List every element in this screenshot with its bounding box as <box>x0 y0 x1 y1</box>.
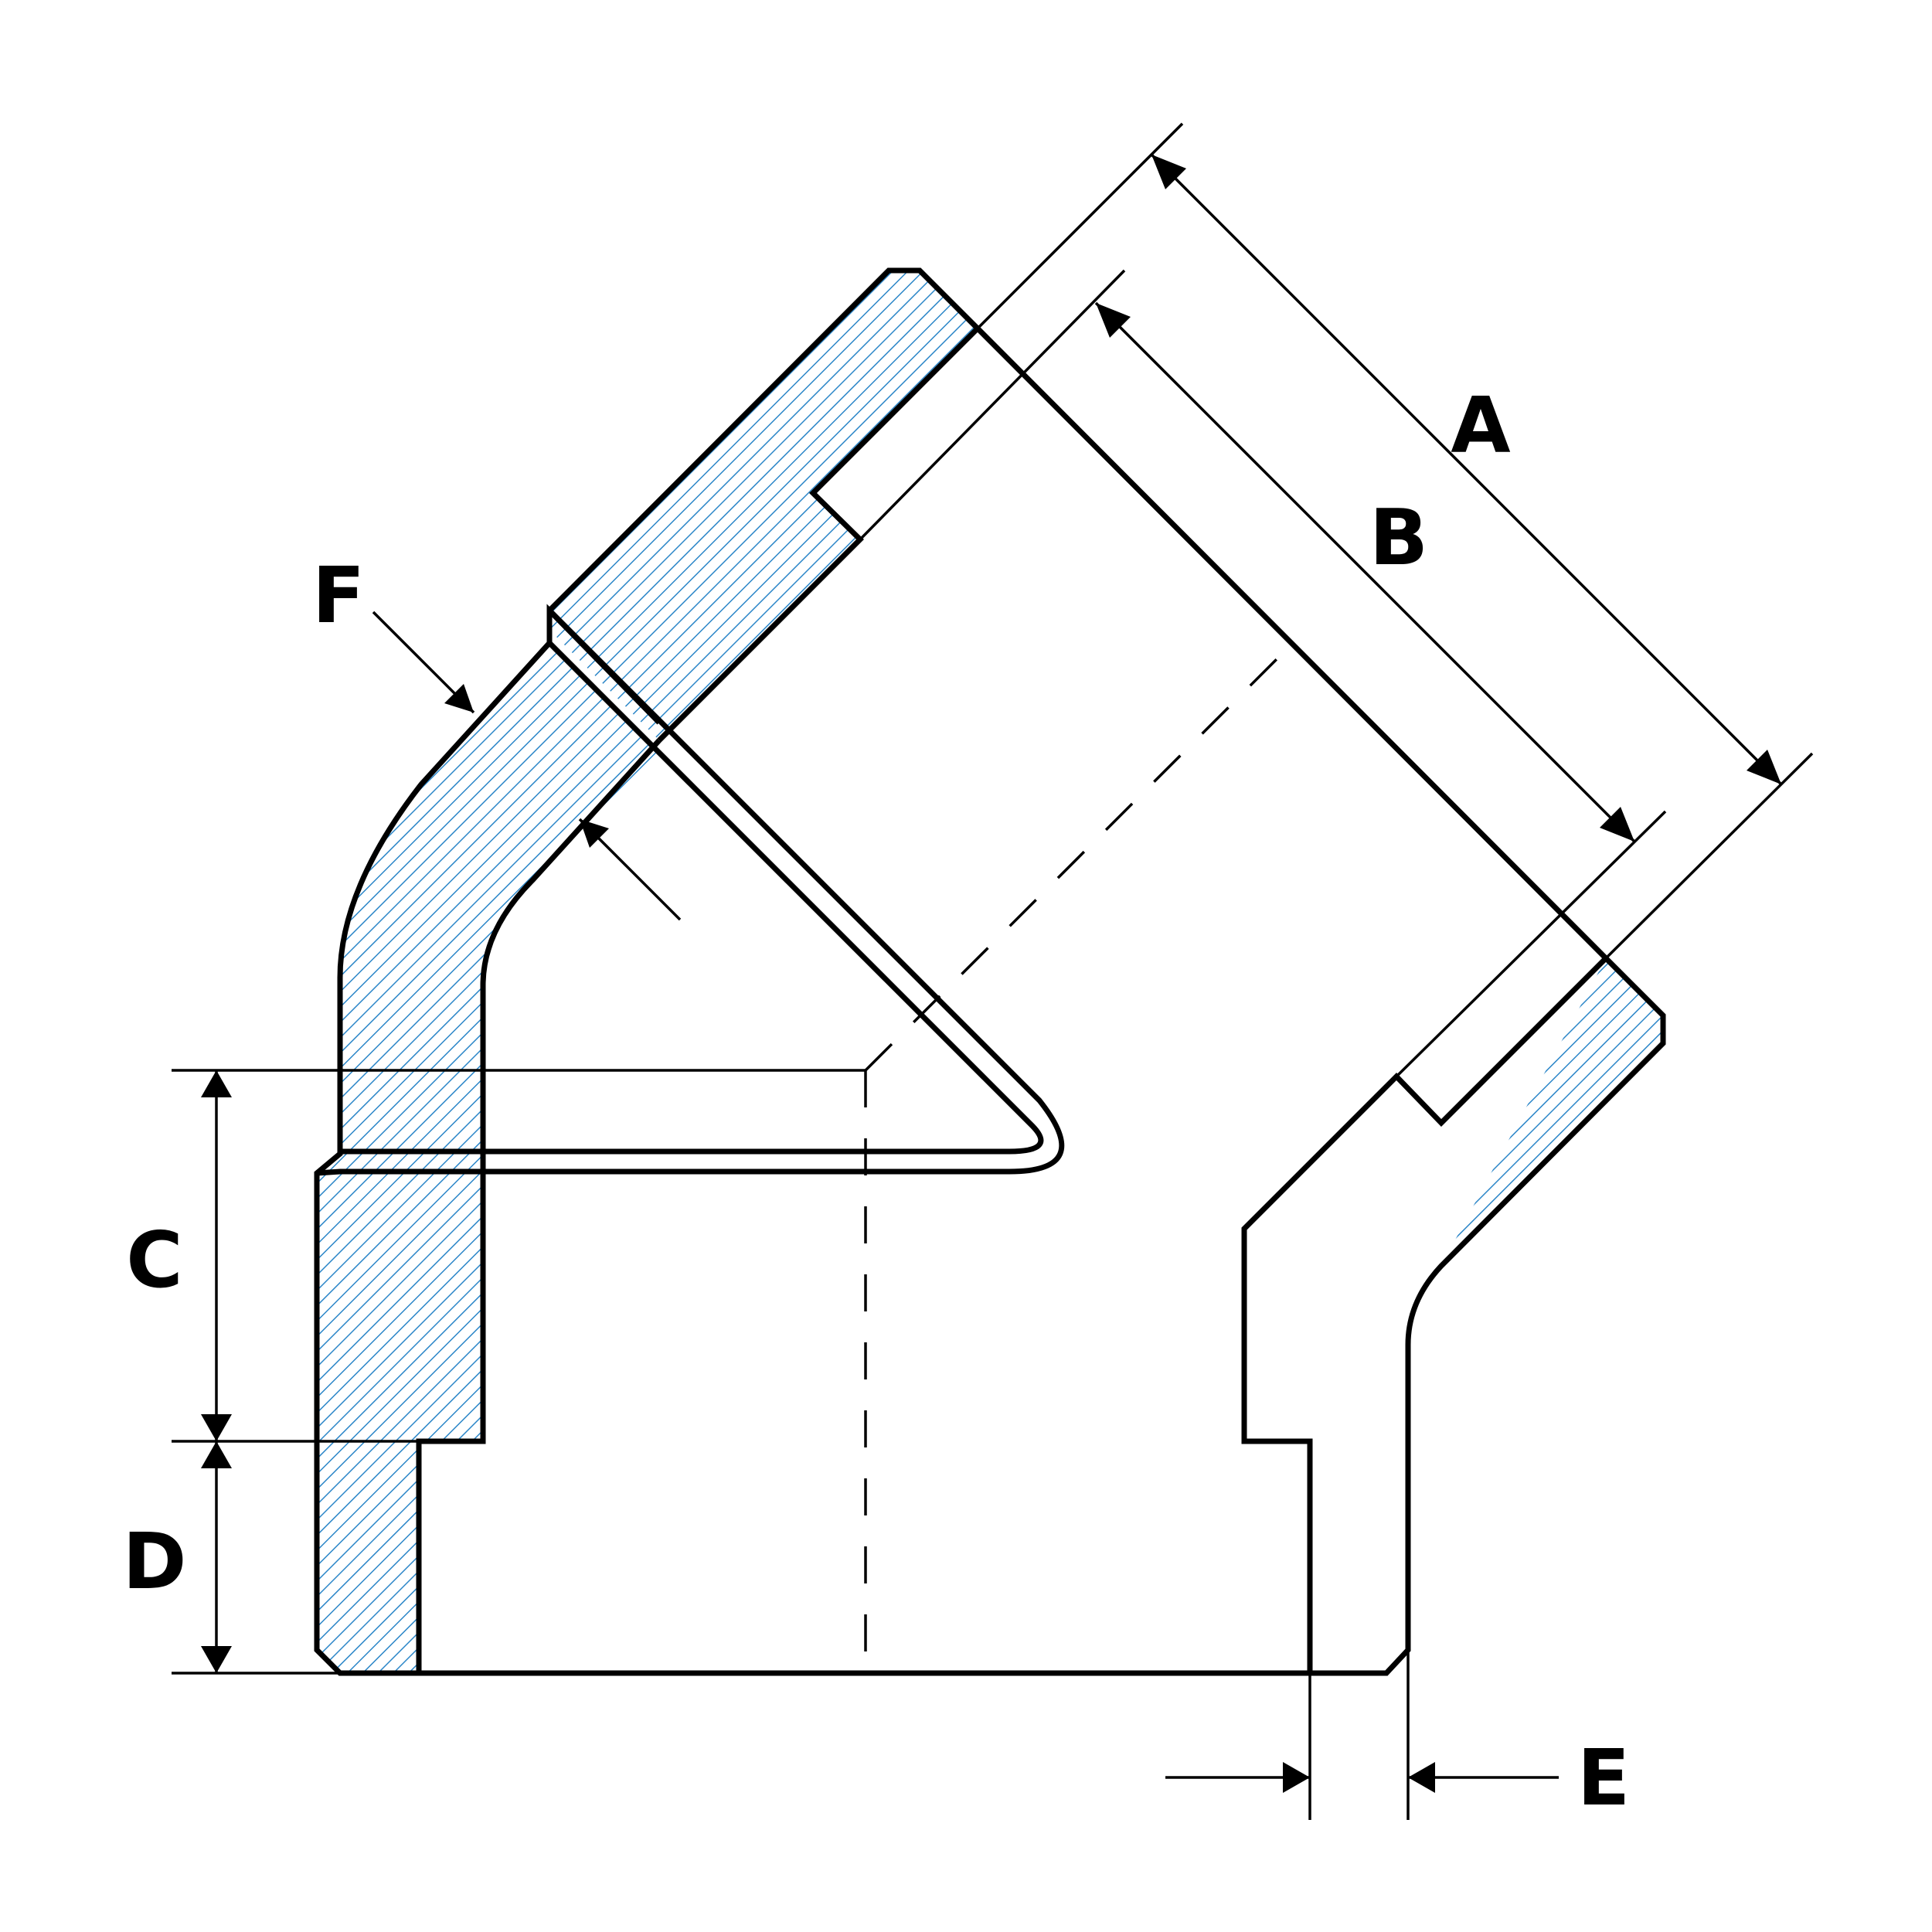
fitting-outline <box>314 267 1666 1676</box>
upper-socket-wall <box>549 270 978 740</box>
b-extension-lower <box>1395 810 1667 1078</box>
inner-throat-curve <box>416 738 662 1673</box>
b-extension-upper <box>859 269 1126 541</box>
label-d: D <box>122 1516 186 1607</box>
b-dimension-line <box>1094 301 1636 843</box>
a-arrow-lower <box>1747 750 1781 784</box>
diagonal-centerline <box>864 642 1294 1072</box>
f-arrow-outer <box>444 684 474 713</box>
a-extension-lower <box>1604 752 1814 960</box>
e-arrow-right <box>1408 1762 1435 1793</box>
upper-wall-joint <box>547 608 662 725</box>
d-arrow-top <box>201 1441 232 1468</box>
label-c: C <box>126 1215 182 1305</box>
label-a: A <box>1451 380 1510 471</box>
outer-left-outline <box>314 267 1666 1676</box>
label-e: E <box>1577 1733 1630 1823</box>
dimension-lines <box>172 122 1814 1820</box>
lower-left-socket-wall <box>317 1151 483 1673</box>
f-arrow-inner <box>580 819 609 848</box>
c-arrow-bottom <box>201 1414 232 1441</box>
label-f: F <box>312 550 365 641</box>
d-arrow-bottom <box>201 1646 232 1673</box>
b-arrow-upper <box>1096 303 1131 338</box>
a-dimension-line <box>1150 153 1783 786</box>
right-socket-bore <box>1241 956 1608 1673</box>
upper-socket-bore <box>657 326 980 743</box>
right-socket-wall <box>1441 958 1663 1266</box>
e-arrow-left <box>1283 1762 1310 1793</box>
dimension-labels: A B C D E F <box>122 380 1630 1823</box>
gap-loop <box>316 604 1065 1176</box>
upper-curved-wall <box>340 643 659 1154</box>
a-extension-upper <box>976 122 1184 330</box>
centerlines <box>864 642 1294 1673</box>
a-arrow-upper <box>1151 155 1186 189</box>
label-b: B <box>1369 492 1428 583</box>
hatched-wall-sections <box>317 270 1663 1673</box>
b-arrow-lower <box>1600 807 1634 842</box>
c-arrow-top <box>201 1070 232 1097</box>
